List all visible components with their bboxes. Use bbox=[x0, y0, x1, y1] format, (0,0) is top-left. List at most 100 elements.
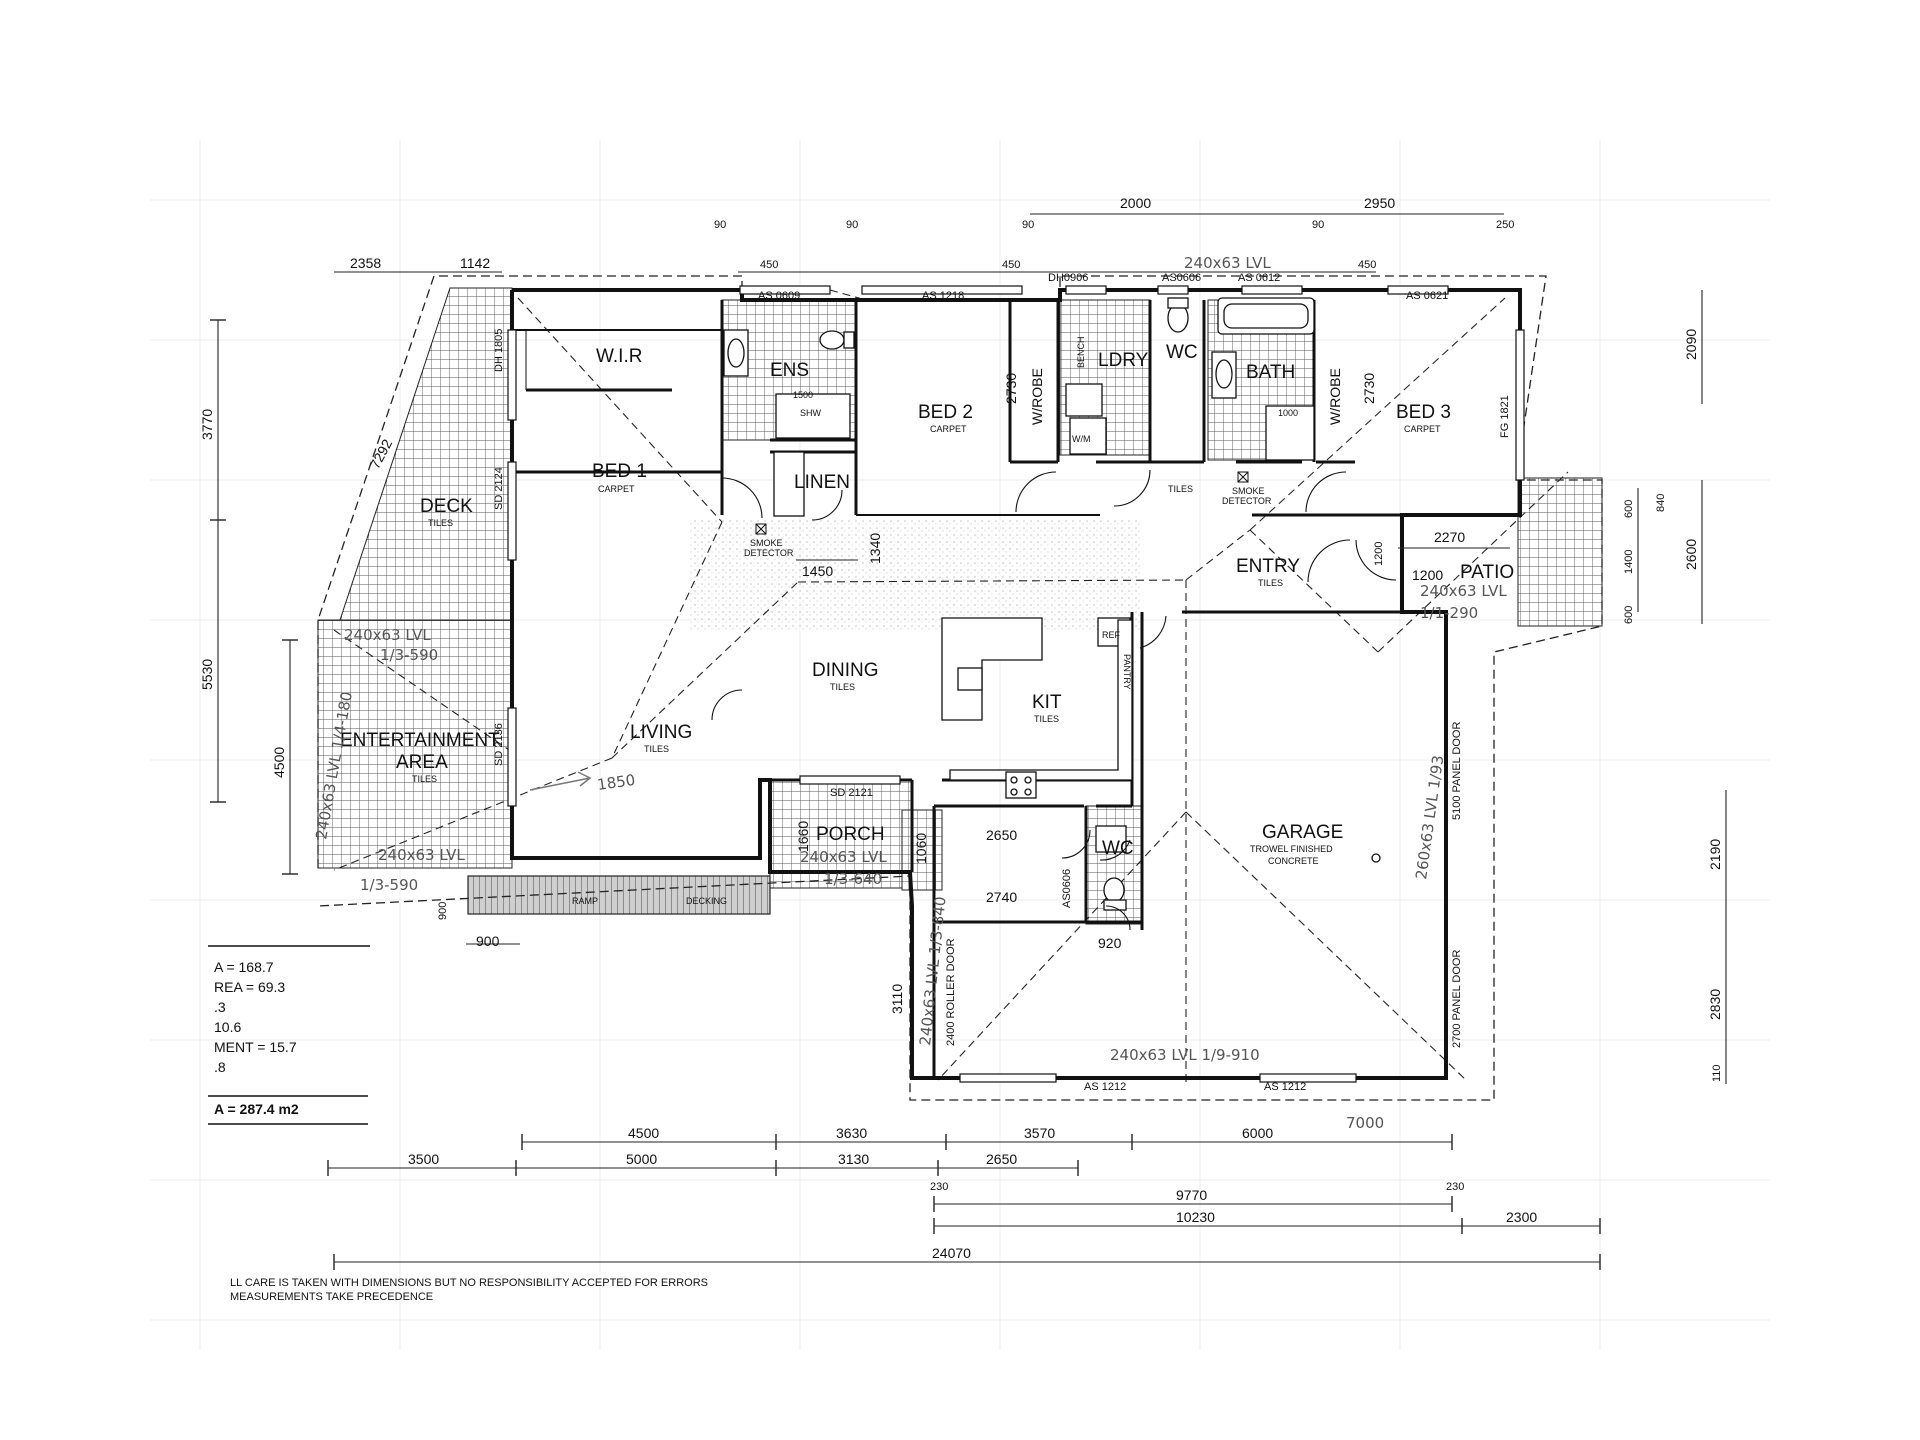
patio-floor bbox=[1517, 477, 1603, 627]
disclaimer-line-2: MEASUREMENTS TAKE PRECEDENCE bbox=[230, 1291, 433, 1303]
ramp-label: RAMP bbox=[572, 896, 598, 906]
dim-450-c: 450 bbox=[1358, 259, 1376, 271]
dim-2730-a: 2730 bbox=[1003, 373, 1019, 404]
garage-floor-2: CONCRETE bbox=[1268, 856, 1319, 866]
dim-1200-a: 1200 bbox=[1412, 567, 1443, 583]
dim-b230-b: 230 bbox=[1446, 1181, 1464, 1193]
dim-900-a: 900 bbox=[476, 933, 500, 949]
dim-840: 840 bbox=[1655, 494, 1667, 512]
area-line-1: A = 168.7 bbox=[214, 959, 274, 975]
window-fg1821: FG 1821 bbox=[1499, 395, 1511, 438]
beam-porch: 240x63 LVL bbox=[800, 848, 887, 866]
window-as1212-a: AS 1212 bbox=[1084, 1081, 1126, 1093]
dim-1340: 1340 bbox=[867, 533, 883, 564]
deck-label: DECK bbox=[420, 496, 473, 517]
dim-top-90d: 90 bbox=[1312, 219, 1324, 231]
area-schedule: A = 168.7 REA = 69.3 .3 10.6 MENT = 15.7… bbox=[208, 945, 370, 1125]
bath-shower-size: 1000 bbox=[1278, 408, 1298, 418]
bed2-label: BED 2 bbox=[918, 402, 973, 423]
dim-1450: 1450 bbox=[802, 563, 833, 579]
hallway-floor: TILES bbox=[1168, 484, 1193, 494]
dim-1060: 1060 bbox=[913, 833, 929, 864]
dim-b10230: 10230 bbox=[1176, 1209, 1215, 1225]
dim-920: 920 bbox=[1098, 935, 1122, 951]
fridge-label: REF bbox=[1102, 630, 1121, 640]
dim-b230-a: 230 bbox=[930, 1181, 948, 1193]
dim-2270: 2270 bbox=[1434, 529, 1465, 545]
bed1-label: BED 1 bbox=[592, 461, 647, 482]
dim-b3130: 3130 bbox=[838, 1151, 869, 1167]
garage-floor-1: TROWEL FINISHED bbox=[1250, 844, 1333, 854]
linen-label: LINEN bbox=[794, 472, 850, 493]
bed2-floor: CARPET bbox=[930, 424, 967, 434]
window-as0609: AS 0609 bbox=[758, 290, 800, 302]
area-line-4: 10.6 bbox=[214, 1019, 241, 1035]
window-as0606-top: AS0606 bbox=[1162, 272, 1201, 284]
smoke-detector-2b: DETECTOR bbox=[1222, 496, 1272, 506]
beam-porch-span: 1/3-640 bbox=[824, 870, 882, 888]
dim-110: 110 bbox=[1711, 1064, 1723, 1082]
window-labels: AS 0609 AS 1218 DH0906 AS0606 AS 0612 AS… bbox=[493, 272, 1511, 1093]
dining-label: DINING bbox=[812, 660, 879, 681]
entry-label: ENTRY bbox=[1236, 556, 1300, 577]
bath-label: BATH bbox=[1246, 362, 1295, 383]
area-line-2: REA = 69.3 bbox=[214, 979, 285, 995]
panel-door-5100-label: 5100 PANEL DOOR bbox=[1451, 722, 1463, 820]
panel-door-2700-label: 2700 PANEL DOOR bbox=[1451, 950, 1463, 1048]
dim-2190: 2190 bbox=[1707, 839, 1723, 870]
beam-patio: 240x63 LVL bbox=[1420, 582, 1507, 600]
dim-top-90c: 90 bbox=[1022, 219, 1034, 231]
dim-2730-b: 2730 bbox=[1361, 373, 1377, 404]
laundry-label: LDRY bbox=[1098, 350, 1149, 371]
handwritten-7000: 7000 bbox=[1346, 1114, 1384, 1132]
entertainment-label: ENTERTAINMENT bbox=[340, 730, 500, 751]
dim-1660: 1660 bbox=[795, 821, 811, 852]
patio-label: PATIO bbox=[1460, 562, 1514, 583]
dim-5530: 5530 bbox=[199, 659, 215, 690]
scan-speckle bbox=[690, 520, 1140, 630]
ensuite-shower-label: SHW bbox=[800, 408, 822, 418]
dim-b24070: 24070 bbox=[932, 1245, 971, 1261]
dim-b5000: 5000 bbox=[626, 1151, 657, 1167]
window-sd2136: SD 2136 bbox=[493, 723, 505, 766]
dim-top-90a: 90 bbox=[714, 219, 726, 231]
dim-b2650: 2650 bbox=[986, 1151, 1017, 1167]
area-line-3: .3 bbox=[214, 999, 226, 1015]
dim-1400: 1400 bbox=[1623, 550, 1635, 574]
beam-ent-top-span: 1/3-590 bbox=[380, 646, 438, 664]
dimension-ticks bbox=[210, 319, 1601, 1270]
entertainment-area bbox=[317, 619, 513, 869]
bed3-label: BED 3 bbox=[1396, 402, 1451, 423]
ramp-decking-strip bbox=[467, 875, 771, 915]
dim-1142: 1142 bbox=[460, 255, 490, 271]
kitchen-floor: TILES bbox=[1034, 714, 1059, 724]
dim-b2300: 2300 bbox=[1506, 1209, 1537, 1225]
area-total: A = 287.4 m2 bbox=[214, 1101, 299, 1117]
bed2-robe-label: W/ROBE bbox=[1029, 368, 1045, 425]
window-sd2124: SD 2124 bbox=[493, 467, 505, 510]
porch-label: PORCH bbox=[816, 824, 885, 845]
window-dh1805: DH 1805 bbox=[493, 329, 505, 372]
smoke-detector-2a: SMOKE bbox=[1232, 486, 1265, 496]
dim-2740: 2740 bbox=[986, 889, 1017, 905]
dim-top-90b: 90 bbox=[846, 219, 858, 231]
dim-450-b: 450 bbox=[1002, 259, 1020, 271]
disclaimer-line-1: LL CARE IS TAKEN WITH DIMENSIONS BUT NO … bbox=[230, 1277, 708, 1289]
roller-door-label: 2400 ROLLER DOOR bbox=[945, 938, 957, 1046]
wir-label: W.I.R bbox=[596, 346, 642, 367]
dim-4500: 4500 bbox=[271, 747, 287, 778]
dim-b6000: 6000 bbox=[1242, 1125, 1273, 1141]
beam-top: 240x63 LVL bbox=[1184, 254, 1271, 272]
dining-floor: TILES bbox=[830, 682, 855, 692]
dim-2600: 2600 bbox=[1683, 539, 1699, 570]
living-floor: TILES bbox=[644, 744, 669, 754]
living-arrow bbox=[529, 771, 592, 791]
smoke-detector-1a: SMOKE bbox=[750, 538, 783, 548]
dimension-labels: 2000 2950 250 90 90 90 90 2358 1142 450 … bbox=[199, 195, 1723, 1261]
entertainment-floor: TILES bbox=[412, 774, 437, 784]
kitchen-label: KIT bbox=[1032, 692, 1062, 713]
bed3-floor: CARPET bbox=[1404, 424, 1441, 434]
walls bbox=[510, 288, 1522, 1080]
area-line-5: MENT = 15.7 bbox=[214, 1039, 297, 1055]
